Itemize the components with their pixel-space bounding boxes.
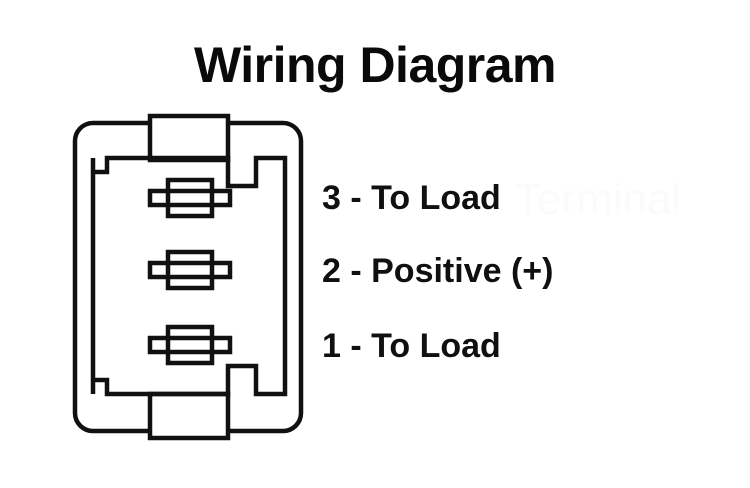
switch-top-tab	[147, 113, 231, 163]
switch-inner-frame	[90, 155, 288, 397]
terminal-1-crossbar	[147, 335, 233, 355]
switch-body-diagram	[72, 113, 304, 441]
page-title: Wiring Diagram	[193, 37, 557, 93]
terminal-3-crossbar	[147, 188, 233, 208]
terminal-blade-1	[147, 324, 233, 366]
watermark-text: Terminal	[515, 175, 682, 224]
terminal-1-blade	[165, 324, 215, 366]
terminal-blade-2	[147, 249, 233, 291]
terminal-blade-3	[147, 177, 233, 219]
terminal-2-blade	[165, 249, 215, 291]
terminal-2-crossbar	[147, 260, 233, 280]
switch-bottom-tab	[147, 391, 231, 441]
terminal-label-2: 2 - Positive (+)	[322, 252, 554, 290]
terminal-3-blade	[165, 177, 215, 219]
terminal-label-1: 1 - To Load	[322, 327, 501, 365]
terminal-label-3: 3 - To Load	[322, 179, 501, 217]
